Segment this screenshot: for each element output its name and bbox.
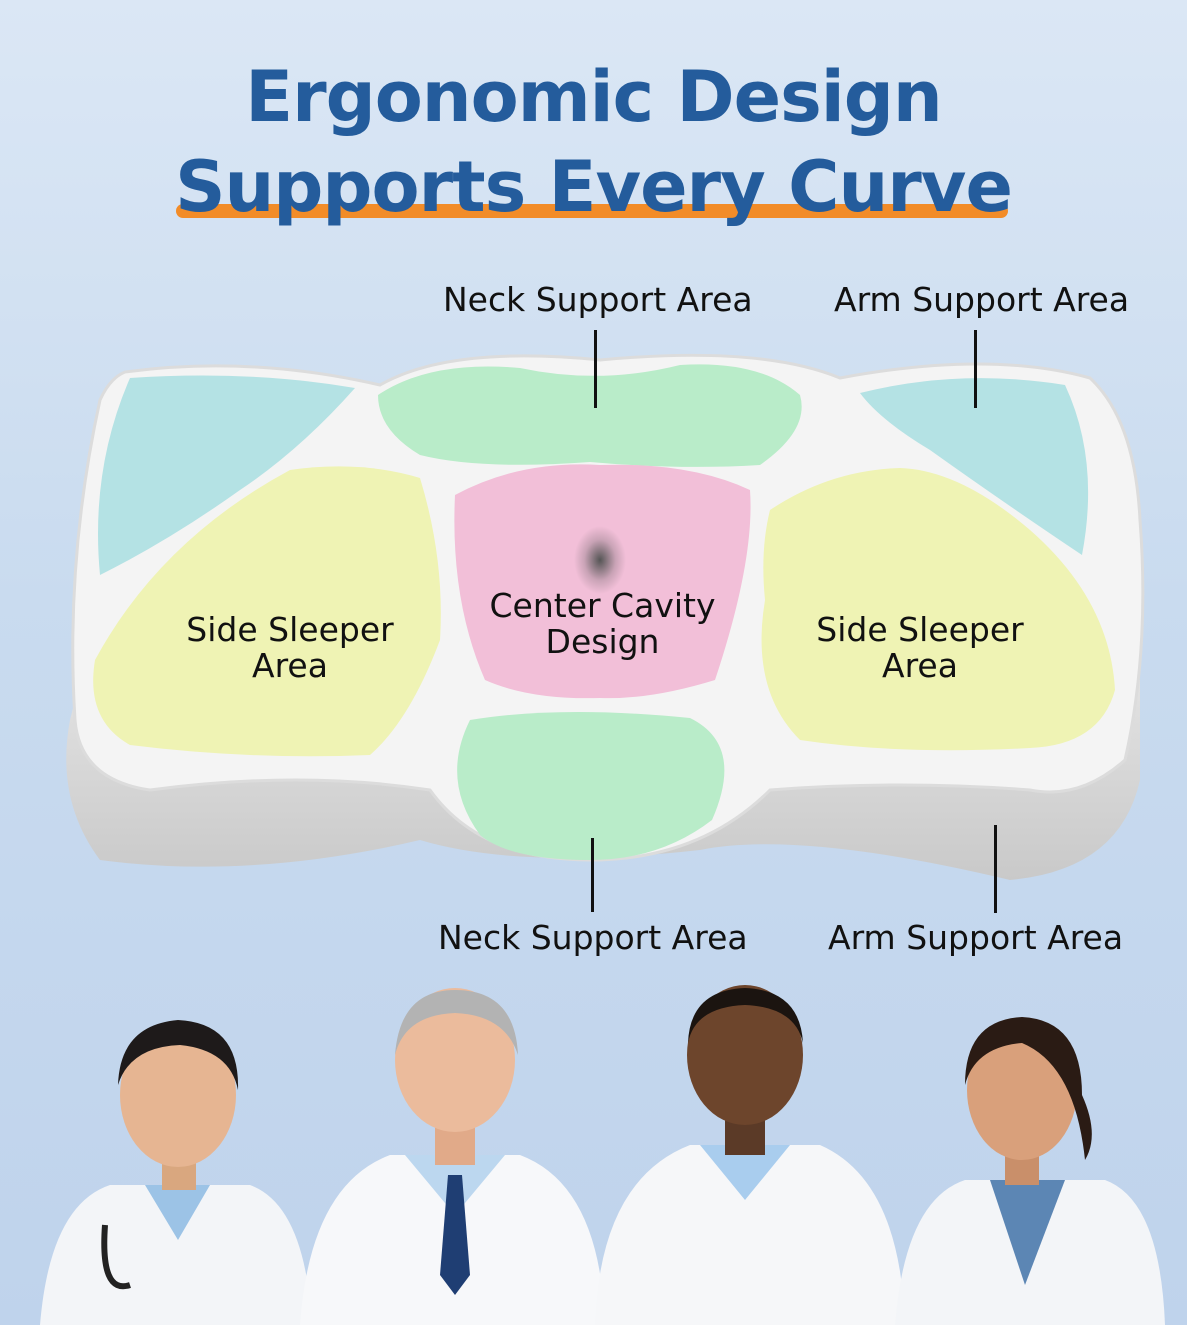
arm-zone-left [98, 375, 355, 575]
zone-label-center: Center Cavity Design [470, 586, 735, 662]
leader-neck-bottom [591, 838, 594, 912]
callout-neck-bottom: Neck Support Area [438, 918, 748, 957]
zone-label-center-line1: Center Cavity [489, 586, 716, 625]
zone-label-center-line2: Design [545, 622, 660, 662]
side-zone-right [761, 468, 1115, 751]
headline-line-1: Ergonomic Design [245, 56, 942, 138]
doctor-photo [895, 1017, 1165, 1325]
arm-zone-right [860, 378, 1089, 555]
leader-arm-bottom [994, 825, 997, 913]
headline-underline [176, 204, 1008, 218]
zone-label-left-line1: Side Sleeper [186, 610, 394, 649]
pillow-illustration [66, 353, 1145, 880]
doctor-photo [595, 985, 905, 1325]
callout-neck-top: Neck Support Area [443, 280, 753, 319]
callout-arm-bottom: Arm Support Area [828, 918, 1124, 957]
zone-label-left-line2: Area [252, 646, 328, 686]
leader-arm-top [974, 330, 977, 408]
callout-arm-top: Arm Support Area [834, 280, 1130, 319]
doctors-group-photo [40, 985, 1165, 1325]
zone-label-right: Side Sleeper Area [790, 610, 1050, 686]
neck-zone-top [378, 364, 802, 467]
zone-label-right-line2: Area [882, 646, 958, 686]
center-hole [574, 526, 626, 594]
doctor-photo [300, 988, 605, 1325]
side-zone-left [93, 466, 441, 757]
zone-label-right-line1: Side Sleeper [816, 610, 1024, 649]
leader-neck-top [594, 330, 597, 408]
neck-zone-bottom [457, 711, 725, 860]
headline-line-2: Supports Every Curve [175, 146, 1013, 228]
zone-label-left: Side Sleeper Area [160, 610, 420, 686]
doctor-photo [40, 1020, 312, 1325]
